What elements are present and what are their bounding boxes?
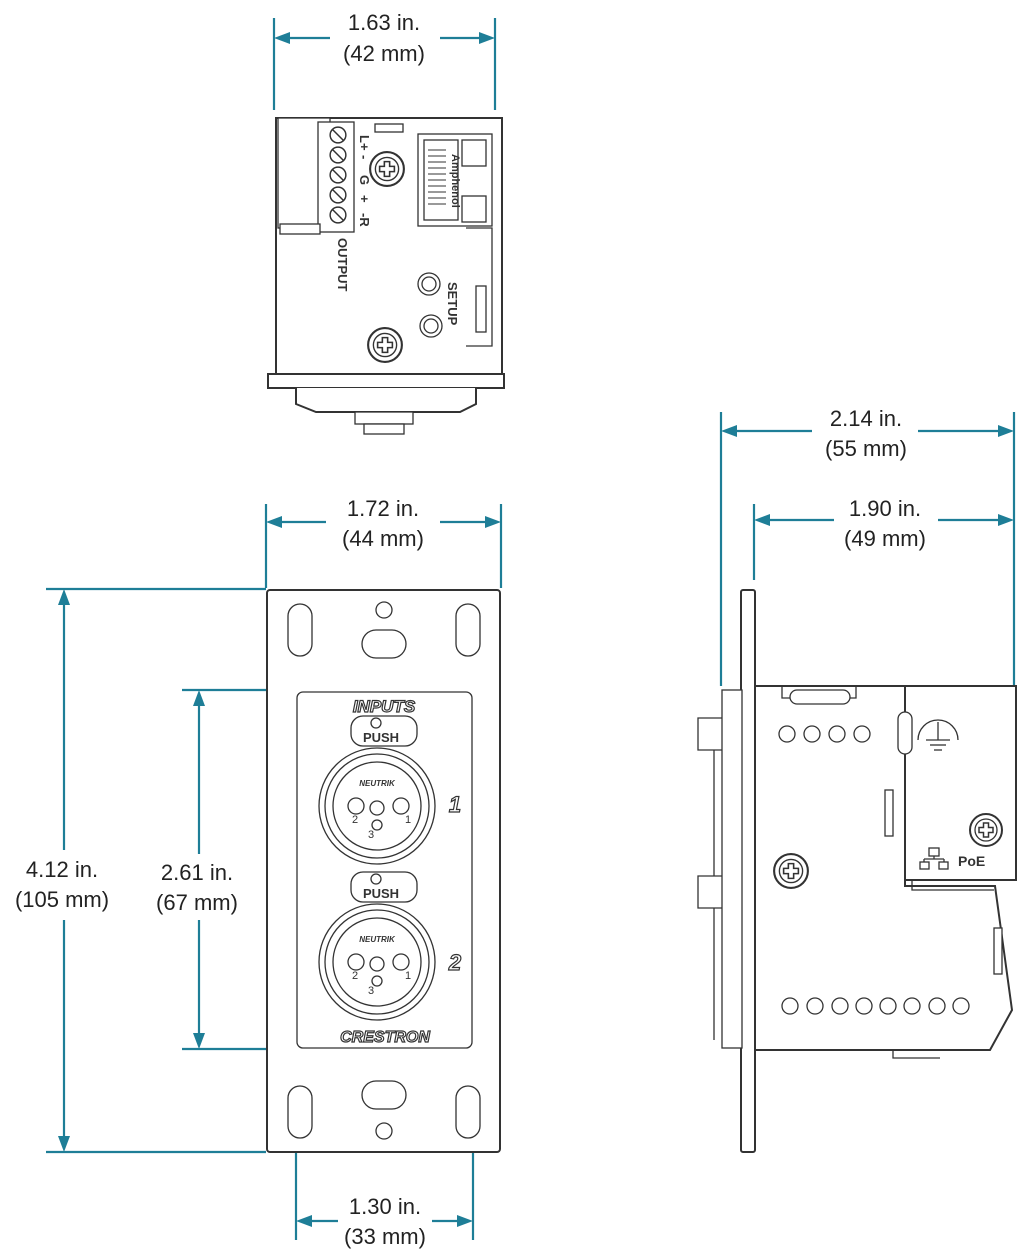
output-label: OUTPUT bbox=[335, 238, 350, 292]
xlr-input-2: PUSH NEUTRIK 2 1 3 2 bbox=[318, 871, 462, 1021]
top-width-imperial: 1.63 in. bbox=[348, 10, 420, 35]
poe-label: PoE bbox=[958, 853, 985, 869]
inner-height-metric: (67 mm) bbox=[156, 890, 238, 915]
mounting-holes bbox=[287, 601, 481, 1140]
svg-text:G: G bbox=[357, 175, 372, 185]
front-width-imperial: 1.72 in. bbox=[347, 496, 419, 521]
ground-icon bbox=[917, 719, 959, 751]
terminal-labels: L+ - G + -R bbox=[357, 135, 372, 227]
setup-led bbox=[417, 272, 441, 296]
xlr-input-1: PUSH NEUTRIK 2 1 3 1 bbox=[318, 715, 462, 865]
svg-text:-R: -R bbox=[357, 213, 372, 227]
front-width-metric: (44 mm) bbox=[342, 526, 424, 551]
side-brackets bbox=[697, 689, 743, 1049]
channel-1-number: 1 bbox=[449, 792, 461, 817]
rj45-jack: Amphenol bbox=[417, 133, 493, 227]
led-window bbox=[374, 123, 404, 133]
neutrik-label-1: NEUTRIK bbox=[359, 779, 396, 788]
side-rj45-section bbox=[904, 685, 1017, 881]
side-view: 2.14 in. (55 mm) 1.90 in. (49 mm) bbox=[697, 406, 1017, 1153]
side-total-imperial: 2.14 in. bbox=[830, 406, 902, 431]
network-icon bbox=[919, 847, 949, 870]
dimension-inner-width: 1.30 in. (33 mm) bbox=[294, 1049, 475, 1249]
setup-button[interactable] bbox=[419, 314, 443, 338]
inner-width-imperial: 1.30 in. bbox=[349, 1194, 421, 1219]
crestron-logo: CRESTRON bbox=[340, 1029, 430, 1046]
push-label-2: PUSH bbox=[363, 886, 399, 901]
svg-text:L+: L+ bbox=[357, 135, 372, 151]
dimension-front-height: 4.12 in. (105 mm) bbox=[15, 587, 266, 1154]
terminal-screws bbox=[329, 126, 347, 224]
top-view: 1.63 in. (42 mm) L+ - G + -R OUTPUT bbox=[267, 10, 505, 435]
svg-text:+: + bbox=[357, 195, 372, 203]
front-height-metric: (105 mm) bbox=[15, 887, 109, 912]
side-body-imperial: 1.90 in. bbox=[849, 496, 921, 521]
side-total-metric: (55 mm) bbox=[825, 436, 907, 461]
dimension-side-depth-total: 2.14 in. (55 mm) bbox=[719, 406, 1016, 686]
top-rear-cover bbox=[295, 388, 477, 413]
front-view: 1.72 in. (44 mm) 4.12 in. (105 mm) 2.61 … bbox=[15, 496, 503, 1249]
inputs-label: INPUTS bbox=[353, 697, 416, 716]
side-vents-bottom bbox=[781, 997, 970, 1015]
dimension-front-width: 1.72 in. (44 mm) bbox=[264, 496, 503, 588]
inner-width-metric: (33 mm) bbox=[344, 1224, 426, 1249]
svg-text:-: - bbox=[357, 155, 372, 159]
front-height-imperial: 4.12 in. bbox=[26, 857, 98, 882]
svg-text:3: 3 bbox=[368, 985, 374, 997]
side-screw-left bbox=[773, 853, 809, 889]
svg-text:2: 2 bbox=[352, 970, 358, 982]
svg-text:3: 3 bbox=[368, 829, 374, 841]
dimension-side-depth-body: 1.90 in. (49 mm) bbox=[752, 496, 1014, 580]
side-vents-top bbox=[778, 725, 871, 743]
svg-text:1: 1 bbox=[405, 814, 411, 826]
setup-label: SETUP bbox=[445, 282, 460, 326]
push-label-1: PUSH bbox=[363, 730, 399, 745]
top-faceplate-edge bbox=[267, 373, 505, 389]
side-faceplate bbox=[740, 589, 756, 1153]
svg-text:1: 1 bbox=[405, 970, 411, 982]
side-screw-right bbox=[969, 813, 1003, 847]
side-body-metric: (49 mm) bbox=[844, 526, 926, 551]
svg-text:2: 2 bbox=[352, 814, 358, 826]
inner-height-imperial: 2.61 in. bbox=[161, 860, 233, 885]
dimension-top-width: 1.63 in. (42 mm) bbox=[272, 10, 497, 110]
top-width-metric: (42 mm) bbox=[343, 41, 425, 66]
top-screw-upper bbox=[369, 151, 405, 187]
top-screw-lower bbox=[367, 327, 403, 363]
top-stud bbox=[354, 411, 414, 425]
jack-brand: Amphenol bbox=[449, 154, 461, 208]
neutrik-label-2: NEUTRIK bbox=[359, 935, 396, 944]
channel-2-number: 2 bbox=[448, 950, 462, 975]
